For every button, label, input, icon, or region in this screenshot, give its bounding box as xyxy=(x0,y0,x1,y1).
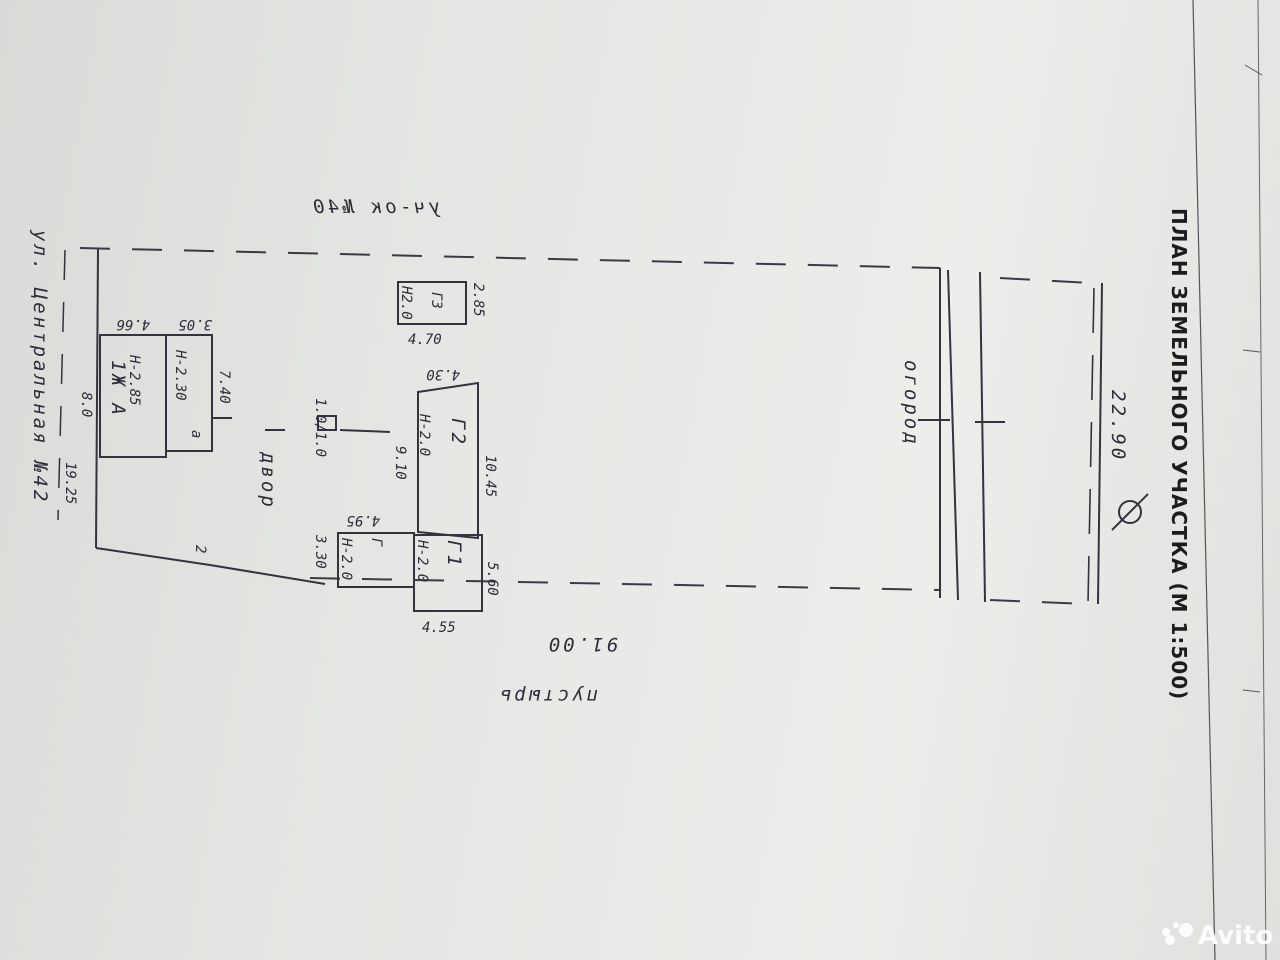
well-dims: 1.0/1.0 xyxy=(312,398,328,457)
label-g3: Г3 xyxy=(428,292,444,309)
zone-garden: огород xyxy=(900,360,922,447)
dim-g3-width: 4.70 xyxy=(408,332,442,348)
building-g2 xyxy=(417,381,479,540)
label-g1: Г1 xyxy=(443,540,465,569)
yard-fence xyxy=(95,547,326,585)
form-border-line xyxy=(1257,0,1267,960)
label-g1-height: Н-2.0 xyxy=(414,539,430,582)
garden-fence-line xyxy=(979,271,986,603)
label-house-height: Н-2.85 xyxy=(126,354,142,406)
dim-plot-length: 91.00 xyxy=(546,633,618,655)
form-tick xyxy=(1242,349,1261,353)
dim-annex-width: 3.05 xyxy=(178,316,213,332)
neighbor-top: уч-ок №40 xyxy=(310,196,441,218)
north-marker-icon xyxy=(1118,500,1142,524)
garden-fence-line xyxy=(947,269,959,601)
north-arrow-icon xyxy=(1111,493,1149,531)
street-line xyxy=(57,249,66,521)
form-tick xyxy=(1244,64,1263,76)
dim-shed-width: 4.95 xyxy=(346,512,380,528)
well xyxy=(317,415,337,431)
plan-title: ПЛАН ЗЕМЕЛЬНОГО УЧАСТКА (М 1:500) xyxy=(1167,208,1191,700)
fence-mark: 2 xyxy=(192,545,208,553)
annex-a xyxy=(165,334,213,452)
dim-g2-width: 4.30 xyxy=(426,366,460,382)
plot-extension-top xyxy=(999,277,1091,284)
dim-plot-width: 22.90 xyxy=(1107,390,1129,462)
well-leader xyxy=(339,429,391,433)
dim-g3-length: 2.85 xyxy=(470,283,486,317)
form-tick xyxy=(1242,689,1261,693)
dim-g1-width: 4.55 xyxy=(422,620,456,636)
avito-logo-icon xyxy=(1162,928,1170,936)
neighbor-left: ул. Центральная №42 xyxy=(29,229,51,504)
dim-g1-length: 5.60 xyxy=(484,562,500,596)
dim-house-depth: 8.0 xyxy=(78,392,94,417)
dim-g2-length: 10.45 xyxy=(482,455,498,497)
dim-g2-side: 9.10 xyxy=(392,446,408,480)
zone-yard: двор xyxy=(257,451,279,510)
avito-logo-icon xyxy=(1179,923,1193,937)
avito-brand: Avito xyxy=(1198,921,1273,951)
plot-frontage-line xyxy=(95,247,99,549)
dim-front-width: 19.25 xyxy=(62,462,78,504)
avito-watermark: Avito xyxy=(1162,921,1273,951)
shed-g xyxy=(337,532,415,588)
dim-shed-length: 3.30 xyxy=(312,534,328,569)
building-g3 xyxy=(397,281,467,325)
label-annex: а xyxy=(188,430,204,438)
dim-annex-length: 7.40 xyxy=(216,370,232,404)
label-house: 1Ж А xyxy=(107,360,129,418)
plot-boundary-top xyxy=(79,247,941,269)
plot-width-dim-line xyxy=(1097,282,1103,605)
avito-logo-icon xyxy=(1165,935,1175,945)
label-shed-height: Н-2.0 xyxy=(338,537,354,580)
plot-extension-bottom xyxy=(989,599,1087,605)
label-g2: Г2 xyxy=(447,418,469,447)
plot-extension-side xyxy=(1087,287,1095,605)
label-g3-height: Н2.0 xyxy=(398,285,414,320)
avito-logo-icon xyxy=(1173,922,1179,928)
neighbor-bottom: пустырь xyxy=(497,685,598,707)
label-annex-height: Н-2.30 xyxy=(172,349,188,401)
label-shed: Г xyxy=(368,538,384,547)
form-border-line xyxy=(1192,0,1216,960)
dim-house-width: 4.66 xyxy=(116,316,150,332)
label-g2-height: Н-2.0 xyxy=(416,413,432,456)
plot-boundary-bottom xyxy=(309,577,941,591)
